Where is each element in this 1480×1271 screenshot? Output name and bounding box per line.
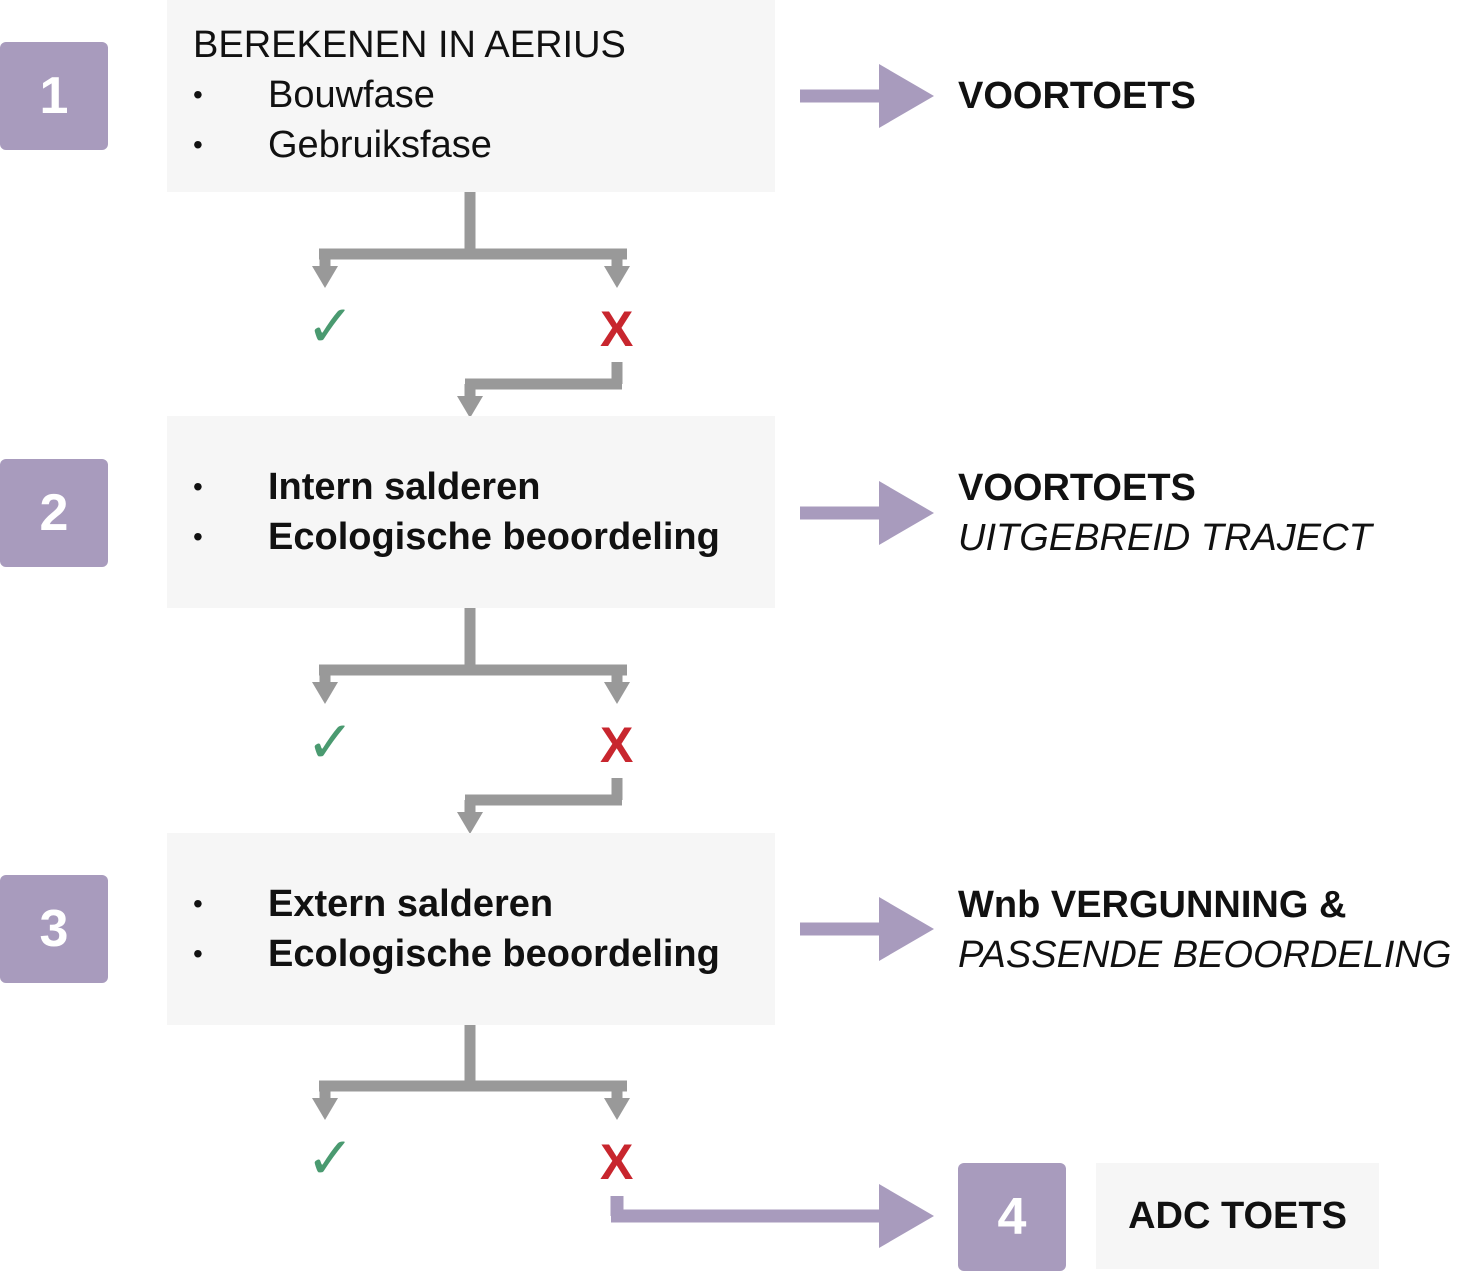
step-badge-2: 2: [0, 459, 108, 567]
adc-label: ADC TOETS: [1128, 1194, 1347, 1237]
arrowhead-down-icon: [457, 396, 483, 418]
check-icon: ✓: [306, 1126, 355, 1191]
result-1: VOORTOETS: [958, 71, 1196, 121]
arrowhead-down-icon: [604, 682, 630, 704]
arrowhead-down-icon: [604, 1098, 630, 1120]
arrowhead-down-icon: [312, 1098, 338, 1120]
result-main: VOORTOETS: [958, 467, 1196, 509]
cross-icon: X: [600, 717, 634, 773]
bullet-icon: •: [193, 129, 203, 160]
arrowhead-down-icon: [312, 266, 338, 288]
result-arrow-4: [610, 1184, 934, 1248]
split-connector-2: [319, 608, 627, 684]
split-connector-1: [319, 192, 627, 268]
step-title: BEREKENEN IN AERIUS: [193, 24, 626, 66]
result-2: VOORTOETS UITGEBREID TRAJECT: [958, 463, 1372, 563]
step-badge-1: 1: [0, 42, 108, 150]
result-3: Wnb VERGUNNING & PASSENDE BEOORDELING: [958, 880, 1451, 980]
arrowhead-down-icon: [604, 266, 630, 288]
result-sub: UITGEBREID TRAJECT: [958, 517, 1372, 559]
step-badge-4: 4: [958, 1163, 1066, 1271]
cross-icon: X: [600, 301, 634, 357]
step-box-1: BEREKENEN IN AERIUS • Bouwfase • Gebruik…: [167, 0, 775, 192]
result-main: VOORTOETS: [958, 75, 1196, 117]
list-item-label: Gebruiksfase: [268, 124, 492, 166]
step-box-3: • Extern salderen • Ecologische beoordel…: [167, 833, 775, 1025]
arrowhead-down-icon: [457, 812, 483, 834]
return-connector-1: [464, 362, 623, 398]
split-connector-3: [319, 1025, 627, 1100]
adc-box: ADC TOETS: [1096, 1163, 1379, 1269]
list-item-label: Extern salderen: [268, 883, 554, 925]
result-sub: PASSENDE BEOORDELING: [958, 934, 1452, 976]
arrowhead-down-icon: [312, 682, 338, 704]
bullet-icon: •: [193, 938, 203, 969]
list-item-label: Bouwfase: [268, 74, 435, 116]
result-arrow-3: [800, 897, 934, 961]
result-arrow-1: [800, 64, 934, 128]
result-main: Wnb VERGUNNING &: [958, 884, 1347, 926]
step-box-2: • Intern salderen • Ecologische beoordel…: [167, 416, 775, 608]
step-number: 1: [39, 67, 69, 125]
cross-icon: X: [600, 1134, 634, 1190]
bullet-icon: •: [193, 888, 203, 919]
bullet-icon: •: [193, 471, 203, 502]
check-icon: ✓: [306, 710, 355, 775]
bullet-icon: •: [193, 79, 203, 110]
list-item-label: Intern salderen: [268, 466, 541, 508]
step-badge-3: 3: [0, 875, 108, 983]
step-number: 2: [39, 484, 69, 542]
check-icon: ✓: [306, 294, 355, 359]
return-connector-2: [464, 778, 623, 814]
bullet-icon: •: [193, 521, 203, 552]
list-item-label: Ecologische beoordeling: [268, 933, 720, 975]
result-arrow-2: [800, 481, 934, 545]
list-item-label: Ecologische beoordeling: [268, 516, 720, 558]
step-number: 3: [39, 900, 69, 958]
step-number: 4: [997, 1188, 1027, 1246]
